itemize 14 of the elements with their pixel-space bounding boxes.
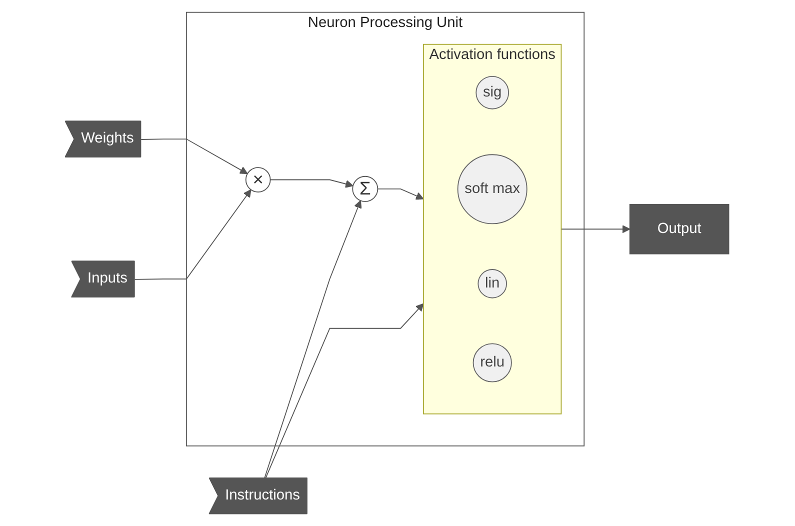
node-circle: × [246, 167, 272, 192]
arrow [266, 303, 424, 478]
arrow [378, 188, 424, 200]
arrow [134, 189, 252, 280]
node-circle: soft max [458, 154, 528, 224]
node-box: Output [630, 204, 730, 254]
arrow [270, 179, 354, 188]
node-circle: Σ [352, 176, 379, 202]
node-circle: sig [476, 76, 510, 110]
arrow [264, 200, 362, 479]
node-circle: lin [478, 269, 508, 298]
arrow [141, 138, 248, 174]
node-circle: relu [473, 343, 512, 382]
arrow [561, 225, 631, 234]
